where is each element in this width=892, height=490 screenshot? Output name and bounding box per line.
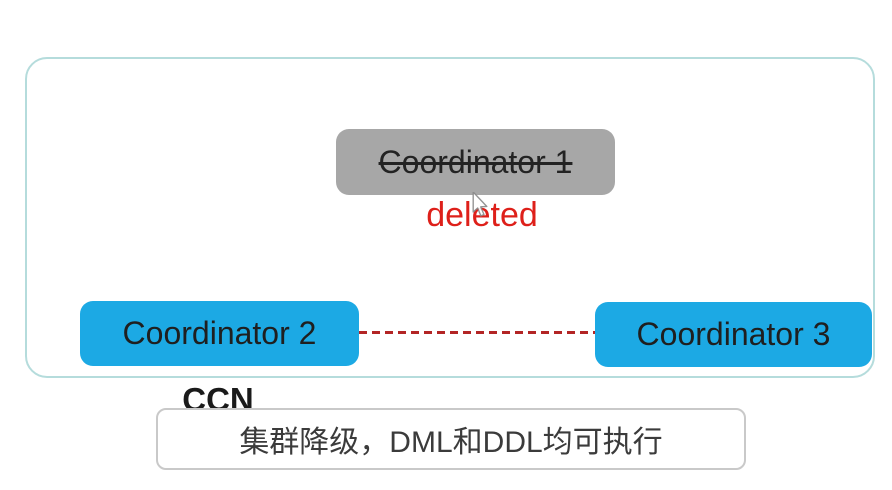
coordinator1-node: Coordinator 1 bbox=[336, 129, 615, 195]
coordinator-link-dashed-line bbox=[359, 331, 595, 334]
coordinator2-label: Coordinator 2 bbox=[122, 315, 317, 351]
coordinator2-node: Coordinator 2 bbox=[80, 301, 359, 366]
cluster-panel: Coordinator 1 deleted Coordinator 2 Coor… bbox=[25, 57, 875, 418]
coordinator3-node: Coordinator 3 bbox=[595, 302, 872, 367]
coordinator3-label: Coordinator 3 bbox=[636, 316, 831, 352]
coordinator1-label: Coordinator 1 bbox=[378, 143, 573, 180]
caption-text: 集群降级，DML和DDL均可执行 bbox=[239, 426, 663, 459]
caption-box: 集群降级，DML和DDL均可执行 bbox=[156, 408, 746, 470]
mouse-pointer-icon bbox=[472, 192, 488, 217]
